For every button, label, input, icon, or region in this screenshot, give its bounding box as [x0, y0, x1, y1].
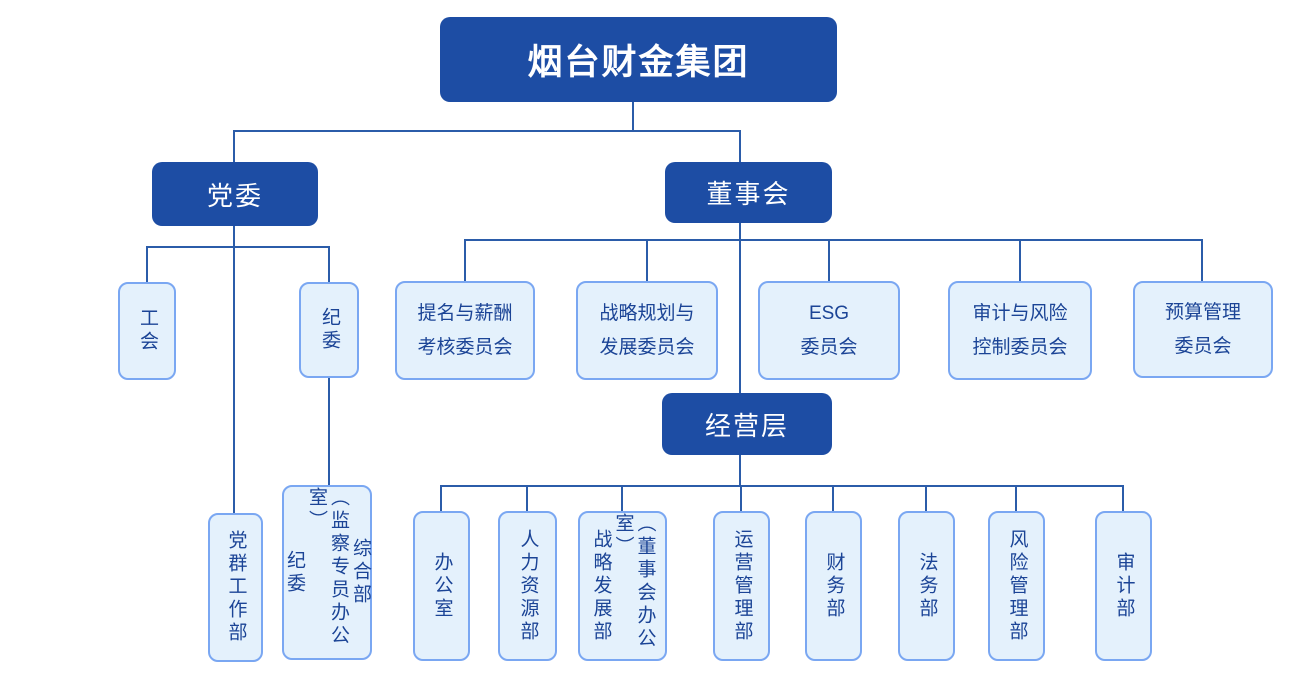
connector-discipline-general	[328, 378, 330, 485]
node-operations-management-dept: 运营管理部	[713, 511, 770, 661]
connector-drop-legal	[925, 485, 927, 511]
node-general-dept-col2: （监察专员办公室）	[306, 487, 349, 648]
node-board-of-directors-label: 董事会	[706, 179, 791, 209]
node-labor-union: 工会	[118, 282, 176, 380]
connector-mgmt-stub	[739, 455, 741, 486]
node-operations-dept-label: 运营管理部	[731, 528, 753, 644]
node-strategic-planning-committee: 战略规划与 发展委员会	[576, 281, 718, 380]
node-management-level: 经营层	[662, 393, 832, 455]
node-strategy-development-dept: （董事会办公室） 战略发展部	[578, 511, 667, 661]
connector-drop-audit	[1122, 485, 1124, 511]
node-strategy-dev-col2: 战略发展部	[590, 528, 612, 644]
connector-drop-esg	[828, 239, 830, 281]
connector-drop-audit-risk	[1019, 239, 1021, 281]
node-budget-line2: 委员会	[1174, 335, 1232, 357]
node-group-root: 烟台财金集团	[440, 17, 837, 102]
connector-drop-discipline	[328, 246, 330, 282]
node-audit-risk-control-committee: 审计与风险 控制委员会	[948, 281, 1092, 380]
connector-drop-hr	[526, 485, 528, 511]
node-general-dept-col1: 综合部	[350, 538, 371, 607]
connector-committee-bus	[464, 239, 1203, 241]
connector-dept-bus	[440, 485, 1124, 487]
connector-drop-party	[233, 130, 235, 162]
node-party-mass-work-dept-label: 党群工作部	[225, 530, 247, 645]
node-esg-line1: ESG	[808, 302, 850, 324]
node-general-dept-col3: 纪委	[284, 549, 305, 596]
node-labor-union-label: 工会	[137, 308, 158, 354]
connector-party-spine	[233, 226, 235, 513]
connector-root-stub	[632, 100, 634, 132]
connector-level1-bus	[233, 130, 741, 132]
node-legal-dept: 法务部	[898, 511, 955, 661]
node-general-dept-supervision-office: 综合部 （监察专员办公室） 纪委	[282, 485, 372, 660]
node-legal-dept-label: 法务部	[916, 551, 938, 621]
node-budget-management-committee: 预算管理 委员会	[1133, 281, 1273, 378]
node-esg-committee: ESG 委员会	[758, 281, 900, 380]
node-office-dept-label: 办公室	[431, 551, 453, 621]
connector-drop-strategy-dev	[621, 485, 623, 511]
node-party-committee: 党委	[152, 162, 318, 226]
node-discipline-committee: 纪委	[299, 282, 359, 378]
connector-drop-nomination	[464, 239, 466, 281]
connector-drop-budget	[1201, 239, 1203, 281]
node-party-mass-work-dept: 党群工作部	[208, 513, 263, 662]
node-office-dept: 办公室	[413, 511, 470, 661]
node-nomination-remuneration-committee: 提名与薪酬 考核委员会	[395, 281, 535, 380]
connector-drop-union	[146, 246, 148, 282]
connector-drop-office	[440, 485, 442, 511]
connector-drop-finance	[832, 485, 834, 511]
node-strategy-comm-line1: 战略规划与	[599, 302, 695, 324]
node-budget-line1: 预算管理	[1164, 301, 1241, 323]
node-party-committee-label: 党委	[206, 180, 263, 211]
node-finance-dept: 财务部	[805, 511, 862, 661]
node-nomination-line1: 提名与薪酬	[417, 302, 513, 324]
connector-drop-strategy-comm	[646, 239, 648, 281]
node-hr-dept: 人力资源部	[498, 511, 557, 661]
connector-drop-risk	[1015, 485, 1017, 511]
node-risk-management-dept: 风险管理部	[988, 511, 1045, 661]
connector-drop-operations	[740, 485, 742, 511]
node-esg-line2: 委员会	[800, 336, 858, 358]
connector-drop-board	[739, 130, 741, 163]
node-audit-dept-label: 审计部	[1113, 551, 1135, 621]
node-risk-dept-label: 风险管理部	[1006, 528, 1028, 644]
node-discipline-committee-label: 纪委	[319, 307, 340, 353]
node-strategy-comm-line2: 发展委员会	[599, 336, 695, 358]
node-audit-risk-line2: 控制委员会	[972, 336, 1068, 358]
node-audit-dept: 审计部	[1095, 511, 1152, 661]
connector-party-bus	[146, 246, 330, 248]
node-audit-risk-line1: 审计与风险	[972, 302, 1068, 324]
node-nomination-line2: 考核委员会	[417, 336, 513, 358]
node-hr-dept-label: 人力资源部	[517, 528, 539, 644]
node-finance-dept-label: 财务部	[823, 551, 845, 621]
connector-board-spine	[739, 223, 741, 393]
node-board-of-directors: 董事会	[665, 162, 832, 223]
node-management-level-label: 经营层	[704, 410, 789, 441]
node-strategy-dev-col1: （董事会办公室）	[612, 513, 656, 651]
node-group-root-label: 烟台财金集团	[527, 43, 750, 82]
